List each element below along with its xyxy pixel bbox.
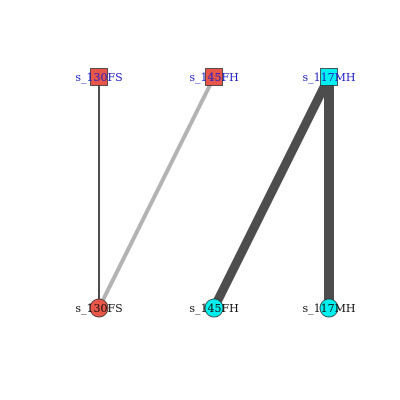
top-node-label-3: s_117MH: [303, 71, 356, 84]
labels-layer: s_130FS s_145FH s_117MH s_130FS s_145FH …: [75, 71, 355, 315]
bottom-node-circle-1: [89, 298, 109, 318]
top-node-label-1: s_130FS: [75, 71, 122, 84]
bottom-node-circle-2: [204, 298, 224, 318]
edge-t3-b2: [209, 74, 334, 311]
top-node-square-2: [205, 68, 223, 86]
bottom-node-label-2: s_145FH: [189, 302, 238, 315]
top-node-square-3: [320, 68, 338, 86]
bottom-node-label-1: s_130FS: [75, 302, 122, 315]
bottom-node-circle-3: [319, 298, 339, 318]
top-node-label-2: s_145FH: [189, 71, 238, 84]
edges-layer: [97, 74, 334, 311]
top-node-square-1: [90, 68, 108, 86]
edge-t2-b1: [97, 76, 216, 309]
bottom-node-label-3: s_117MH: [303, 302, 356, 315]
nodes-layer: [89, 68, 339, 318]
